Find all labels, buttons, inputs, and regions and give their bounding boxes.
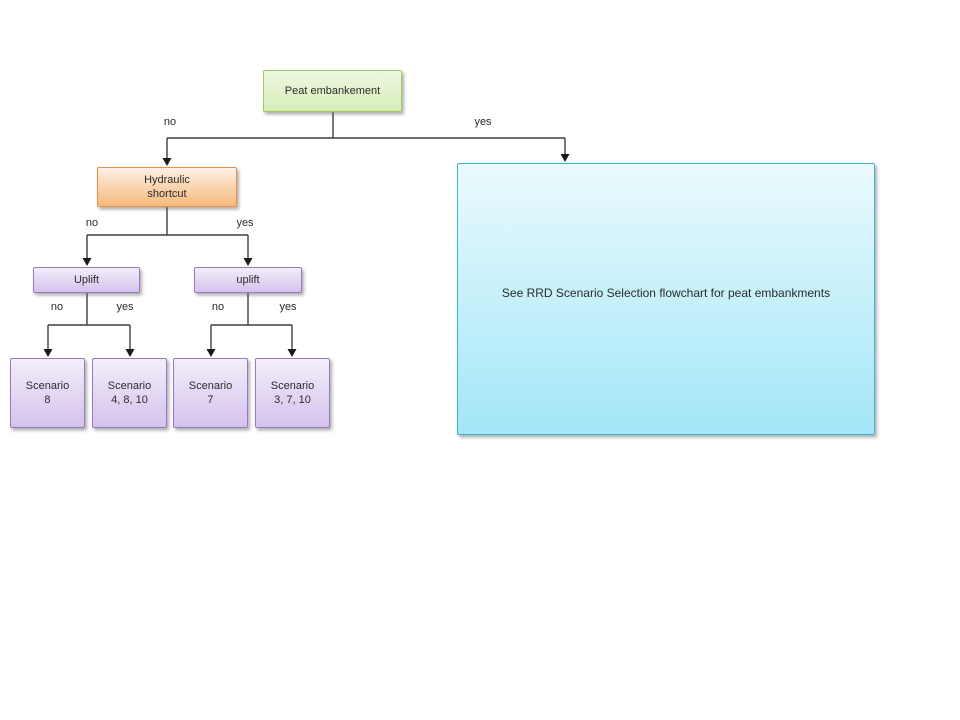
arrowhead-icon [125,349,135,357]
node-hydraulic-shortcut: Hydraulic shortcut [97,167,237,207]
node-scenario-8: Scenario 8 [10,358,85,428]
node-scenario-7: Scenario 7 [173,358,248,428]
node-see-rrd-flowchart: See RRD Scenario Selection flowchart for… [457,163,875,435]
see-rrd-label: See RRD Scenario Selection flowchart for… [501,286,831,300]
arrowhead-icon [82,258,92,266]
edge-label-hydraulic-yes: yes [236,217,254,229]
arrowhead-icon [206,349,216,357]
arrowhead-icon [287,349,297,357]
edge-label-uplift-left-yes: yes [116,301,134,313]
edge-label-hydraulic-no: no [85,217,99,229]
edge-label-peat-no: no [163,116,177,128]
edge-label-peat-yes: yes [474,116,492,128]
edge-label-uplift-right-no: no [211,301,225,313]
node-scenario-4-8-10: Scenario 4, 8, 10 [92,358,167,428]
arrowhead-icon [43,349,53,357]
node-peat-embankment: Peat embankement [263,70,402,112]
arrowhead-icon [243,258,253,266]
node-uplift-right: uplift [194,267,302,293]
arrowhead-icon [560,154,570,162]
node-uplift-left: Uplift [33,267,140,293]
node-scenario-3-7-10: Scenario 3, 7, 10 [255,358,330,428]
arrowhead-icon [162,158,172,166]
edge-label-uplift-left-no: no [50,301,64,313]
edge-label-uplift-right-yes: yes [279,301,297,313]
